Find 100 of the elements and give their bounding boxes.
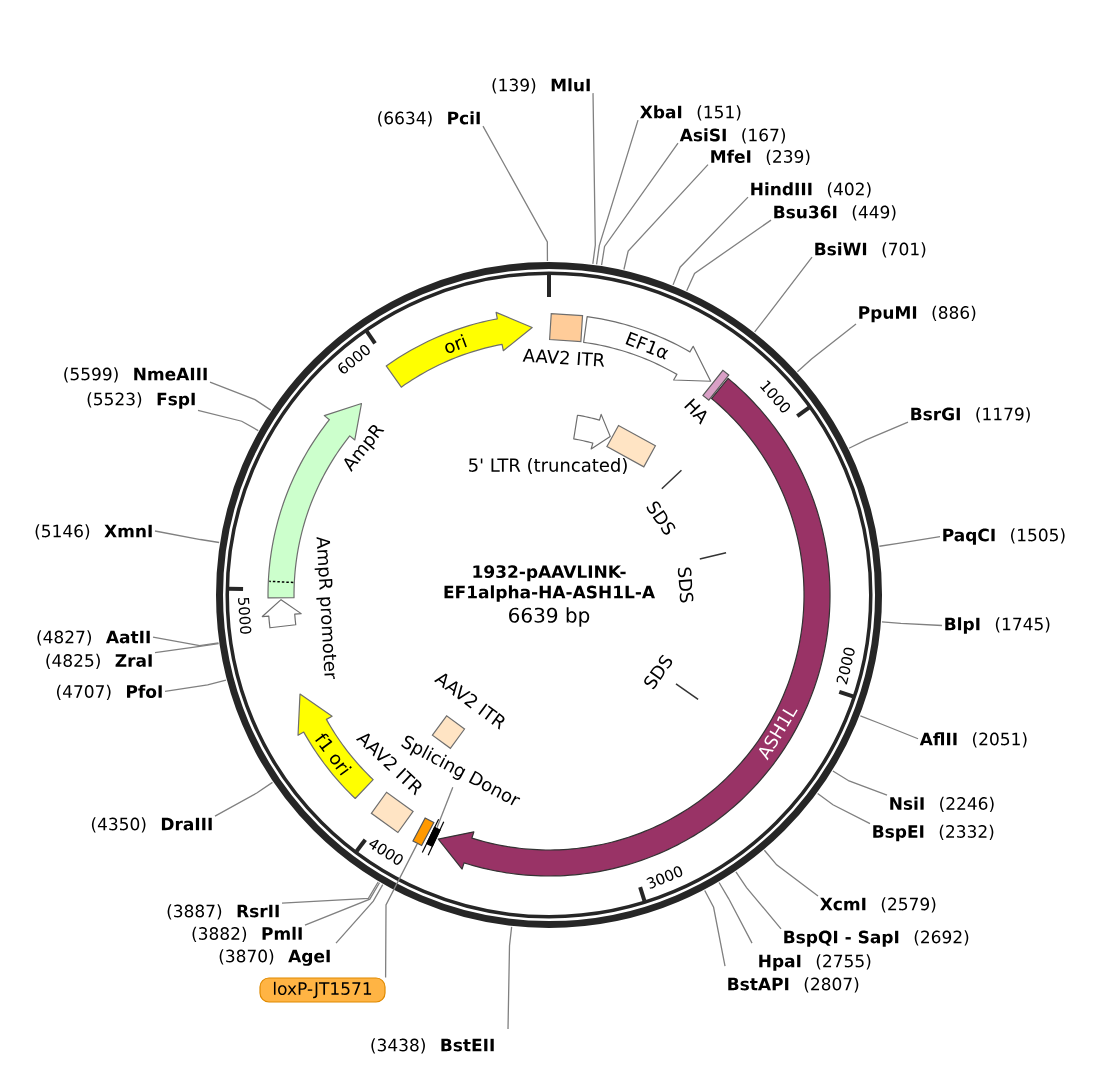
- position-label: (701): [882, 242, 926, 258]
- site-label: FspI: [157, 392, 195, 409]
- leader-line: [686, 219, 772, 292]
- feature-label: HA: [684, 398, 707, 425]
- feature-band: [573, 413, 611, 450]
- leader-line: [304, 882, 381, 926]
- position-label: (3438): [371, 1038, 425, 1054]
- position-label: (886): [932, 305, 976, 321]
- position-label: (167): [742, 128, 785, 144]
- leader-line: [482, 125, 549, 262]
- site-label: BspEI: [873, 825, 924, 842]
- leader-line: [384, 843, 418, 979]
- feature-label: AAV2 ITR: [522, 348, 605, 367]
- site-label: XcmI: [820, 897, 866, 911]
- leader-line: [154, 530, 220, 544]
- position-label: (4350): [91, 817, 146, 833]
- site-label: PciI: [448, 111, 480, 125]
- position-label: (5599): [64, 367, 118, 383]
- leader-line: [154, 642, 220, 654]
- site-label: AsiSI: [679, 128, 726, 142]
- feature-label: 5' LTR (truncated): [469, 457, 627, 474]
- leader-line: [848, 421, 909, 449]
- position-label: (402): [827, 182, 871, 198]
- site-label: XmnI: [104, 524, 152, 538]
- leader-line: [796, 323, 857, 373]
- position-label: (151): [697, 105, 741, 121]
- leader-line: [881, 621, 943, 627]
- site-label: AatII: [106, 630, 150, 644]
- position-label: (239): [766, 149, 810, 165]
- feature-band: [261, 599, 302, 629]
- leader-line: [763, 849, 819, 897]
- position-label: (2692): [914, 930, 969, 946]
- label-tag: loxP-JT1571: [259, 977, 386, 1003]
- site-label: AgeI: [288, 949, 330, 966]
- site-label: BlpI: [945, 617, 980, 634]
- site-label: BsrGI: [911, 407, 960, 421]
- leader-line: [214, 781, 274, 817]
- position-label: (4827): [37, 630, 91, 646]
- feature-label: AmpR promoter: [314, 536, 337, 680]
- leader-line: [436, 786, 454, 829]
- leader-line: [623, 164, 709, 271]
- position-label: (1745): [995, 617, 1050, 633]
- site-label: ZraI: [115, 654, 152, 667]
- site-label: PaqCI: [943, 528, 995, 545]
- position-label: (1505): [1011, 528, 1065, 544]
- site-label: RsrII: [237, 904, 279, 918]
- position-label: (449): [852, 205, 896, 221]
- leader-line: [704, 889, 726, 967]
- position-label: (2579): [881, 897, 936, 913]
- leader-line: [832, 770, 888, 796]
- leader-line: [817, 792, 871, 825]
- site-label: AflII: [919, 732, 957, 746]
- position-label: (2051): [973, 732, 1027, 748]
- position-label: (5523): [87, 392, 142, 408]
- feature-label: ori: [445, 333, 467, 353]
- site-label: BspQI - SapI: [784, 930, 899, 947]
- tick-label: 5000: [238, 597, 252, 634]
- feature-label: SDS: [677, 567, 694, 603]
- position-label: (5146): [35, 524, 90, 540]
- leader-line: [735, 871, 782, 930]
- leader-line: [507, 926, 513, 1030]
- leader-line: [859, 715, 919, 740]
- site-label: PfoI: [127, 684, 162, 698]
- site-label: BstEII: [441, 1038, 494, 1052]
- position-label: (2246): [940, 796, 994, 812]
- position-label: (3887): [167, 904, 222, 920]
- site-label: HpaI: [759, 954, 801, 971]
- position-label: (4707): [56, 684, 111, 700]
- site-label: NmeAIII: [134, 367, 207, 381]
- leader-line: [152, 636, 220, 647]
- position-label: (2332): [939, 824, 994, 840]
- map-title: 1932-pAAVLINK-EF1alpha-HA-ASH1L-A: [444, 565, 655, 602]
- site-label: PmlI: [262, 926, 302, 940]
- leader-line: [197, 409, 259, 432]
- position-label: (1179): [976, 407, 1030, 423]
- leader-line: [592, 92, 596, 265]
- leader-line: [164, 679, 227, 692]
- tick-label: 3000: [646, 866, 683, 889]
- site-label: BsiWI: [815, 242, 867, 256]
- feature-label: f1 ori: [315, 733, 352, 776]
- leader-line: [672, 196, 749, 286]
- site-label: Bsu36I: [774, 205, 837, 219]
- size-label: 6639 bp: [509, 607, 590, 627]
- leader-line: [335, 884, 384, 944]
- leader-line: [595, 119, 639, 266]
- leader-line: [600, 142, 679, 266]
- position-label: (4825): [46, 653, 100, 669]
- site-label: DraIII: [161, 817, 212, 831]
- site-label: MluI: [551, 78, 590, 92]
- position-label: (2755): [816, 954, 871, 970]
- position-label: (3882): [192, 926, 247, 942]
- position-label: (2807): [804, 977, 859, 993]
- site-label: HindIII: [751, 182, 812, 196]
- leader-line: [754, 256, 813, 333]
- site-label: XbaI: [640, 105, 682, 119]
- leader-line: [281, 881, 379, 904]
- position-label: (139): [492, 78, 536, 94]
- position-label: (3870): [219, 949, 274, 965]
- feature-label: EF1α: [625, 331, 669, 360]
- site-label: BstAPI: [728, 977, 789, 991]
